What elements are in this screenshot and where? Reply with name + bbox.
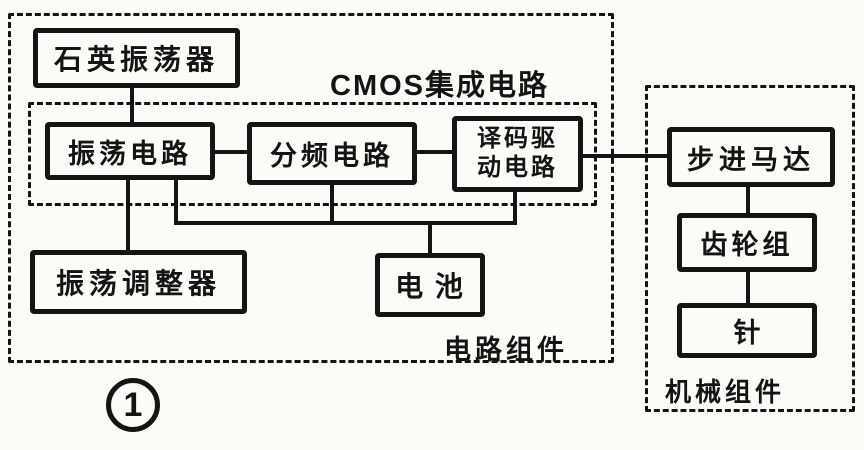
oscillation-adjuster-block: 振荡调整器 [30, 250, 247, 314]
quartz-oscillator-block: 石英振荡器 [33, 28, 240, 88]
wire-oscillation-to-adjuster [126, 178, 130, 252]
oscillation-circuit-block: 振荡电路 [45, 122, 215, 180]
hands-block: 针 [677, 303, 817, 358]
oscillation-circuit-label: 振荡电路 [68, 138, 192, 169]
wire-decoder-to-stepper [581, 154, 669, 158]
decoder-driver-label-line2: 动电路 [477, 154, 558, 181]
wire-bus-to-battery [428, 223, 432, 255]
battery-block: 电 池 [375, 253, 485, 317]
decoder-driver-label-line1: 译码驱 [477, 125, 558, 153]
battery-label: 电 池 [395, 271, 465, 302]
wire-stepper-to-gear [746, 185, 750, 217]
mechanical-assembly-group-box [645, 85, 855, 412]
frequency-divider-label: 分频电路 [270, 141, 394, 171]
oscillation-adjuster-label: 振荡调整器 [55, 268, 221, 299]
hands-label: 针 [733, 318, 761, 348]
wire-power-bus [174, 221, 517, 225]
wire-oscillation-to-bus [174, 178, 178, 225]
gear-train-block: 齿轮组 [677, 213, 817, 272]
wire-oscillation-to-divider [213, 150, 249, 154]
mechanical-assembly-group-label: 机械组件 [665, 377, 786, 407]
wire-divider-to-decoder [415, 150, 454, 154]
quartz-oscillator-label: 石英振荡器 [53, 44, 219, 75]
decoder-driver-block: 译码驱 动电路 [452, 116, 583, 192]
circuit-assembly-group-label: 电路组件 [444, 335, 568, 365]
gear-train-label: 齿轮组 [700, 230, 794, 260]
frequency-divider-block: 分频电路 [247, 122, 417, 185]
figure-number-text: 1 [123, 385, 143, 424]
figure-number-badge: 1 [106, 378, 160, 432]
circuit-assembly-group-box [8, 13, 614, 363]
wire-gear-to-hands [746, 271, 750, 305]
cmos-ic-group-label: CMOS集成电路 [330, 70, 550, 102]
stepper-motor-block: 步进马达 [667, 127, 835, 187]
wire-quartz-to-oscillation [130, 87, 134, 125]
stepper-motor-label: 步进马达 [687, 144, 815, 175]
wire-divider-to-bus [330, 183, 334, 225]
wire-decoder-to-bus [513, 190, 517, 225]
